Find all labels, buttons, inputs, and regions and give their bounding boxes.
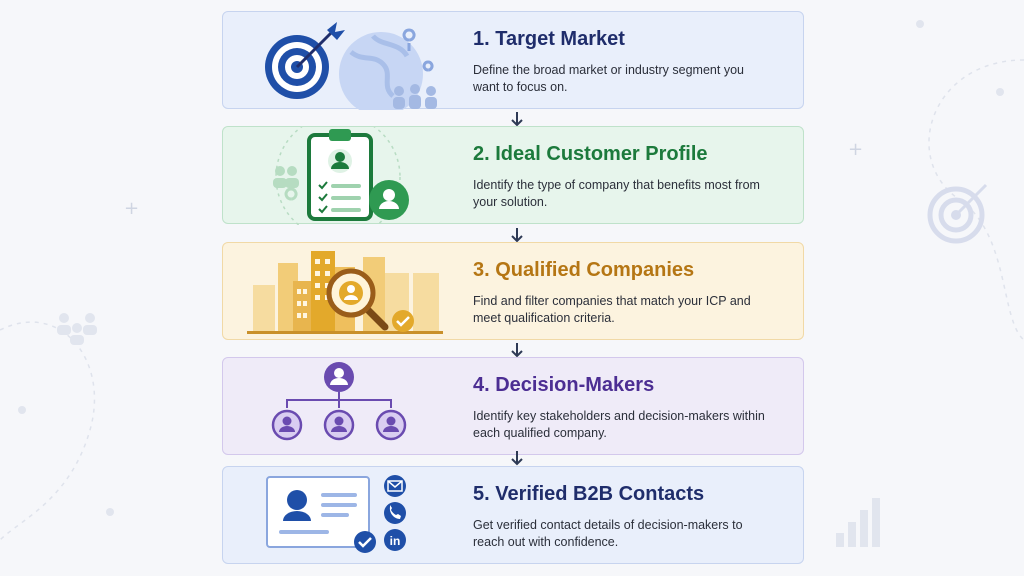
check-badge-icon (392, 310, 414, 332)
org-chart-icon (271, 362, 407, 441)
verified-contacts-illustration: in (266, 475, 406, 553)
background-target-icon (927, 183, 988, 244)
step-title: 2. Ideal Customer Profile (473, 143, 708, 165)
step-card-target-market: 1. Target Market Define the broad market… (222, 11, 804, 110)
down-arrow-icon (511, 451, 523, 466)
step-description: Identify the type of company that benefi… (473, 178, 760, 209)
qualified-companies-illustration (247, 251, 443, 334)
down-arrow-icon (511, 343, 523, 358)
step-description: Identify key stakeholders and decision-m… (473, 409, 765, 440)
globe-icon (339, 28, 437, 110)
contact-card-icon (266, 476, 370, 548)
step-card-verified-b2b-contacts: in 5. Verified B2B Contacts Get verified… (222, 466, 804, 564)
step-card-qualified-companies: 3. Qualified Companies Find and filter c… (222, 242, 804, 340)
user-avatar-icon (369, 180, 409, 220)
step-title: 4. Decision-Makers (473, 374, 655, 396)
down-arrow-icon (511, 228, 523, 243)
target-market-illustration (265, 22, 437, 110)
step-title: 1. Target Market (473, 28, 625, 50)
check-badge-icon (354, 531, 376, 553)
svg-text:+: + (124, 198, 139, 219)
step-title: 3. Qualified Companies (473, 259, 695, 281)
step-title: 5. Verified B2B Contacts (473, 483, 705, 505)
background-people-icon (57, 313, 97, 345)
step-card-ideal-customer-profile: 2. Ideal Customer Profile Identify the t… (222, 126, 804, 225)
decision-makers-illustration (271, 362, 407, 441)
step-card-decision-makers: 4. Decision-Makers Identify key stakehol… (222, 357, 804, 455)
step-description: Get verified contact details of decision… (473, 518, 743, 549)
down-arrow-icon (511, 112, 523, 127)
people-icon (273, 166, 299, 188)
svg-text:in: in (390, 534, 401, 548)
step-description: Define the broad market or industry segm… (473, 63, 744, 94)
background-bars-icon (836, 498, 880, 547)
svg-text:+: + (848, 139, 863, 160)
target-icon (265, 22, 345, 99)
clipboard-icon (307, 129, 373, 221)
phone-icon (384, 502, 406, 524)
ideal-customer-profile-illustration (273, 127, 409, 225)
step-description: Find and filter companies that match you… (473, 294, 751, 325)
magnifier-icon (326, 268, 389, 331)
linkedin-icon: in (384, 529, 406, 551)
email-icon (384, 475, 406, 497)
